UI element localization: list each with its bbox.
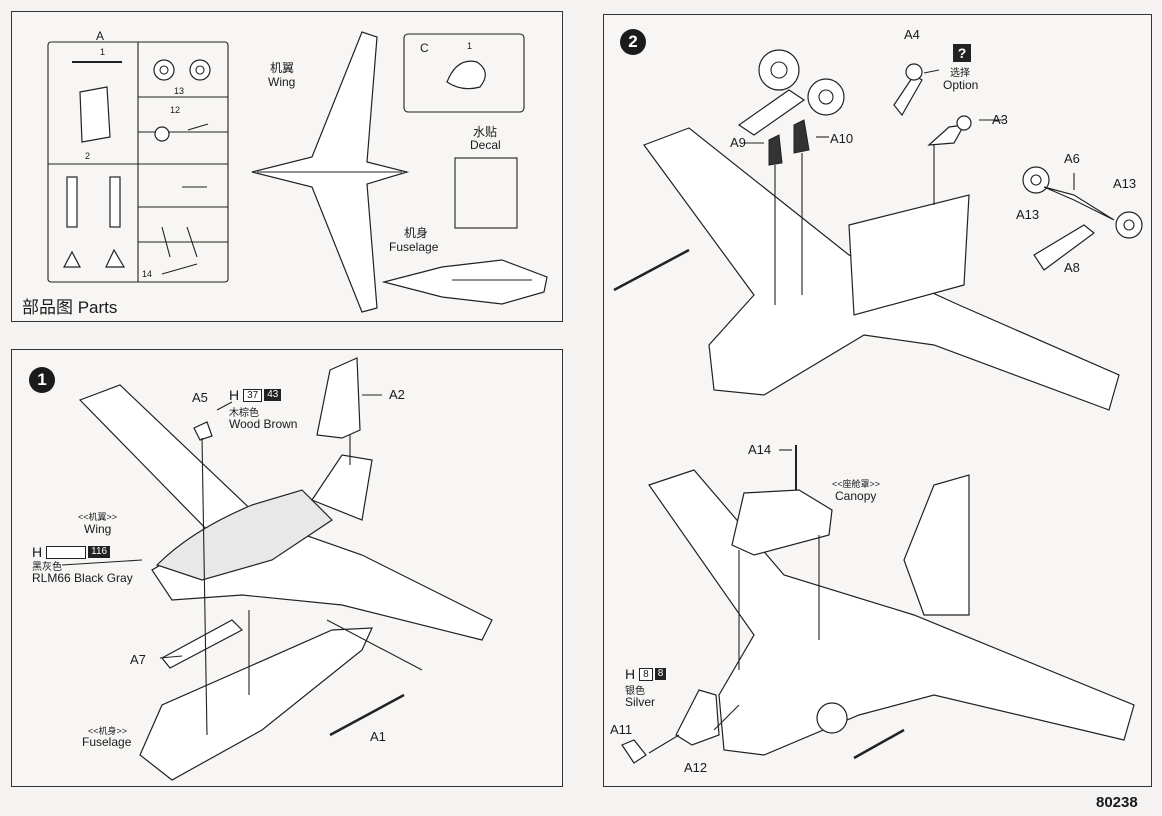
label-a12: A12 <box>684 760 708 775</box>
silver-code-2: 8 <box>654 668 667 680</box>
label-a13-left: A13 <box>1016 207 1040 222</box>
sprue-a-number-12: 12 <box>170 105 181 115</box>
label-a9: A9 <box>730 135 746 150</box>
label-a13-right: A13 <box>1113 176 1137 191</box>
rlm66-cn: 黑灰色 <box>32 562 62 573</box>
wood-brown-en: Wood Brown <box>229 417 298 431</box>
fuselage-label-cn: <<机身>> <box>88 726 128 736</box>
wood-code-1: 37 <box>243 388 263 402</box>
label-a8: A8 <box>1064 260 1080 275</box>
label-a7: A7 <box>130 652 146 667</box>
sprue-a-number-2: 2 <box>85 151 91 161</box>
sprue-c-number: 1 <box>467 41 473 51</box>
step-2-number: 2 <box>620 29 646 55</box>
label-a2: A2 <box>389 387 405 402</box>
step-1-drawing <box>61 357 493 781</box>
fuselage-label-cn: 机身 <box>404 226 429 240</box>
step-2-panel: 2 <box>603 14 1152 787</box>
rlm66-en: RLM66 Black Gray <box>32 571 133 585</box>
step-1-number: 1 <box>29 367 55 393</box>
rlm-white-box <box>46 545 87 559</box>
sprue-c-label: C <box>420 41 429 55</box>
wood-h-label: H <box>229 387 240 403</box>
wood-brown-color-code: H 37 43 <box>229 387 282 403</box>
wing-label-en: Wing <box>268 75 296 89</box>
parts-panel: A 1 2 12 13 14 C 1 机翼 Wing 水贴 Decal 机身 F… <box>11 11 563 322</box>
silver-code-1: 8 <box>639 667 653 681</box>
label-a11: A11 <box>610 722 633 737</box>
sprue-a-number-13: 13 <box>174 86 185 96</box>
label-a5: A5 <box>192 390 208 405</box>
canopy-cn: <<座舱罩>> <box>832 479 881 489</box>
label-a3: A3 <box>992 112 1008 127</box>
rlm-h-label: H <box>32 544 43 560</box>
decal-label-en: Decal <box>470 138 501 152</box>
fuselage-label-en: Fuselage <box>389 240 439 254</box>
canopy-en: Canopy <box>835 489 877 503</box>
product-code: 80238 <box>1096 794 1138 811</box>
parts-title: 部品图 Parts <box>22 298 118 317</box>
rlm66-color-code: H 116 <box>32 544 111 560</box>
option-en: Option <box>943 78 979 92</box>
option-question-icon: ? <box>953 44 971 62</box>
option-cn: 选择 <box>950 68 970 79</box>
label-a6: A6 <box>1064 151 1080 166</box>
silver-en: Silver <box>625 695 656 709</box>
wood-brown-cn: 木棕色 <box>229 408 259 419</box>
rlm-code: 116 <box>88 546 111 558</box>
step-2-drawing <box>613 49 1143 764</box>
sprue-a-number-14: 14 <box>142 269 153 279</box>
label-a10: A10 <box>830 131 854 146</box>
fuselage-label-en: Fuselage <box>82 735 132 749</box>
sprue-a-drawing <box>47 31 548 313</box>
silver-h-label: H <box>625 666 636 682</box>
wood-code-2: 43 <box>264 389 282 401</box>
silver-cn: 银色 <box>625 686 645 697</box>
sprue-a-label: A <box>96 29 105 43</box>
label-a14: A14 <box>748 442 772 457</box>
wing-label-en: Wing <box>84 522 112 536</box>
sprue-a-number-1: 1 <box>100 47 106 57</box>
wing-label-cn: 机翼 <box>270 61 295 75</box>
label-a1: A1 <box>370 729 386 744</box>
step-1-panel: 1 A5 H 37 43 木棕色 Wood Brown A2 <<机翼>> Wi… <box>11 349 563 787</box>
decal-label-cn: 水贴 <box>473 125 498 139</box>
wing-label-cn: <<机翼>> <box>78 512 118 522</box>
silver-color-code: H 8 8 <box>625 666 667 682</box>
label-a4: A4 <box>904 27 920 42</box>
